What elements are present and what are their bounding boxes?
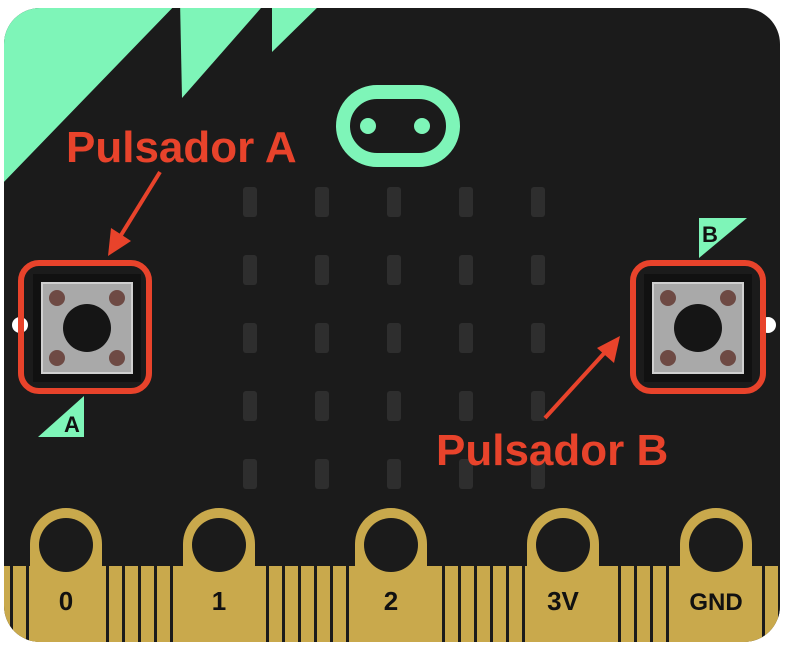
led-3-3 bbox=[387, 323, 401, 353]
led-4-1 bbox=[243, 391, 257, 421]
edge-connector: 0 1 2 3V GND bbox=[4, 508, 780, 650]
callout-arrow-b bbox=[543, 336, 620, 420]
led-5-2 bbox=[315, 459, 329, 489]
edge-pin-gnd[interactable]: GND bbox=[680, 508, 752, 650]
led-2-4 bbox=[459, 255, 473, 285]
led-1-4 bbox=[459, 187, 473, 217]
microbit-logo bbox=[336, 85, 460, 167]
callout-arrow-a bbox=[108, 170, 162, 256]
led-4-4 bbox=[459, 391, 473, 421]
led-5-4 bbox=[459, 459, 473, 489]
edge-pin-label: 3V bbox=[547, 586, 579, 616]
led-2-1 bbox=[243, 255, 257, 285]
led-2-2 bbox=[315, 255, 329, 285]
led-1-5 bbox=[531, 187, 545, 217]
button-a-highlight bbox=[18, 260, 152, 394]
button-b[interactable] bbox=[644, 274, 752, 382]
led-1-2 bbox=[315, 187, 329, 217]
callout-pulsador-b: Pulsador B bbox=[436, 426, 668, 475]
led-matrix bbox=[243, 187, 545, 489]
button-b-highlight bbox=[630, 260, 766, 394]
led-3-4 bbox=[459, 323, 473, 353]
edge-pin-0[interactable]: 0 bbox=[30, 508, 102, 650]
led-4-3 bbox=[387, 391, 401, 421]
led-5-3 bbox=[387, 459, 401, 489]
edge-pin-label: 0 bbox=[59, 586, 73, 616]
led-1-1 bbox=[243, 187, 257, 217]
button-a-tag-label: A bbox=[64, 412, 80, 437]
edge-pin-label: 2 bbox=[384, 586, 398, 616]
led-2-5 bbox=[531, 255, 545, 285]
edge-pin-hole bbox=[364, 518, 418, 572]
button-a-tag: A bbox=[38, 396, 84, 437]
button-b-tag: B bbox=[699, 218, 747, 258]
corner-stripes bbox=[4, 8, 325, 186]
led-3-1 bbox=[243, 323, 257, 353]
edge-pin-1[interactable]: 1 bbox=[183, 508, 255, 650]
edge-strips bbox=[10, 566, 780, 642]
led-4-2 bbox=[315, 391, 329, 421]
edge-pin-hole bbox=[536, 518, 590, 572]
button-b-tag-label: B bbox=[702, 222, 718, 247]
button-a-center bbox=[63, 304, 111, 352]
led-5-1 bbox=[243, 459, 257, 489]
button-b-center bbox=[674, 304, 722, 352]
edge-pin-3v[interactable]: 3V bbox=[527, 508, 599, 650]
led-3-5 bbox=[531, 323, 545, 353]
edge-pin-hole bbox=[39, 518, 93, 572]
button-a[interactable] bbox=[33, 274, 141, 382]
edge-pin-label: 1 bbox=[212, 586, 226, 616]
edge-pin-label: GND bbox=[689, 589, 742, 616]
edge-pin-hole bbox=[689, 518, 743, 572]
edge-pin-hole bbox=[192, 518, 246, 572]
led-4-5 bbox=[531, 391, 545, 421]
led-1-3 bbox=[387, 187, 401, 217]
led-3-2 bbox=[315, 323, 329, 353]
led-5-5 bbox=[531, 459, 545, 489]
edge-pin-2[interactable]: 2 bbox=[355, 508, 427, 650]
callout-pulsador-a: Pulsador A bbox=[66, 123, 297, 172]
led-2-3 bbox=[387, 255, 401, 285]
